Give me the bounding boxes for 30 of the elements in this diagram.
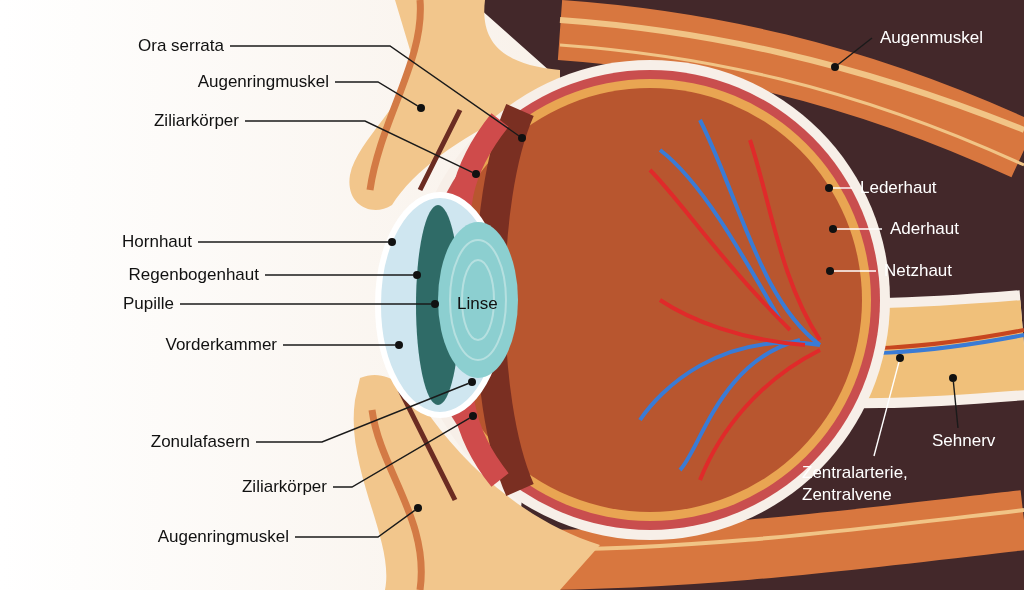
leader-line xyxy=(837,37,873,66)
part-label: Lederhaut xyxy=(860,177,937,199)
leader-line xyxy=(229,45,520,137)
leader-line xyxy=(332,417,471,488)
part-label: Pupille xyxy=(122,293,174,315)
leader-line xyxy=(833,270,877,272)
part-label: Hornhaut xyxy=(122,231,192,253)
leader-line xyxy=(334,81,419,107)
leader-line xyxy=(264,274,414,276)
leader-line xyxy=(873,361,900,457)
leader-line xyxy=(197,241,389,243)
part-label: Augenringmuskel xyxy=(197,71,329,93)
part-label: Sehnerv xyxy=(932,430,996,452)
leader-line xyxy=(255,382,469,443)
part-label: Augenringmuskel xyxy=(157,526,289,548)
part-label: Zonulafasern xyxy=(150,431,250,453)
lens-label: Linse xyxy=(457,293,498,315)
part-label: Regenbogenhaut xyxy=(128,264,259,286)
part-label: Vorderkammer xyxy=(165,334,277,356)
leader-line xyxy=(179,303,432,305)
leader-line xyxy=(952,381,959,429)
part-label: Ziliarkörper xyxy=(241,476,327,498)
leader-line xyxy=(282,344,396,346)
part-label: Aderhaut xyxy=(890,218,959,240)
part-label: Ziliarkörper xyxy=(153,110,239,132)
part-label: Ora serrata xyxy=(138,35,224,57)
part-label: Augenmuskel xyxy=(880,27,983,49)
leader-line xyxy=(832,187,853,189)
leader-line xyxy=(244,120,474,173)
leader-line xyxy=(294,509,416,538)
